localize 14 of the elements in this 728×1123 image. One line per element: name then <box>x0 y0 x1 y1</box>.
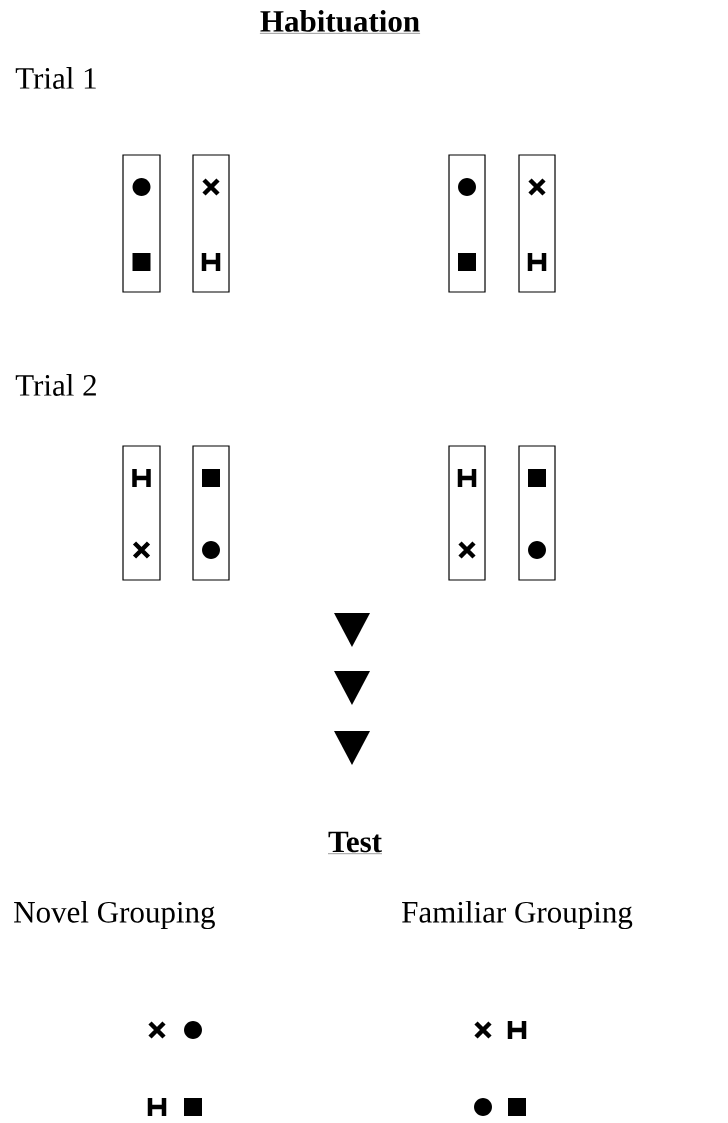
symbol-box <box>448 445 486 581</box>
trial-label: Trial 2 <box>15 374 96 396</box>
heading: Test <box>327 831 383 854</box>
symbol-box <box>122 154 161 293</box>
symbol-box <box>448 154 486 293</box>
symbol-box <box>192 445 230 581</box>
heading: Habituation <box>259 10 421 34</box>
trial-label: Trial 1 <box>15 67 96 89</box>
symbol-box <box>122 445 161 581</box>
group-label: Novel Grouping <box>14 900 215 930</box>
symbol-box <box>192 154 230 293</box>
group-label: Familiar Grouping <box>402 900 633 930</box>
symbol-box <box>518 154 556 293</box>
symbol-box <box>518 445 556 581</box>
